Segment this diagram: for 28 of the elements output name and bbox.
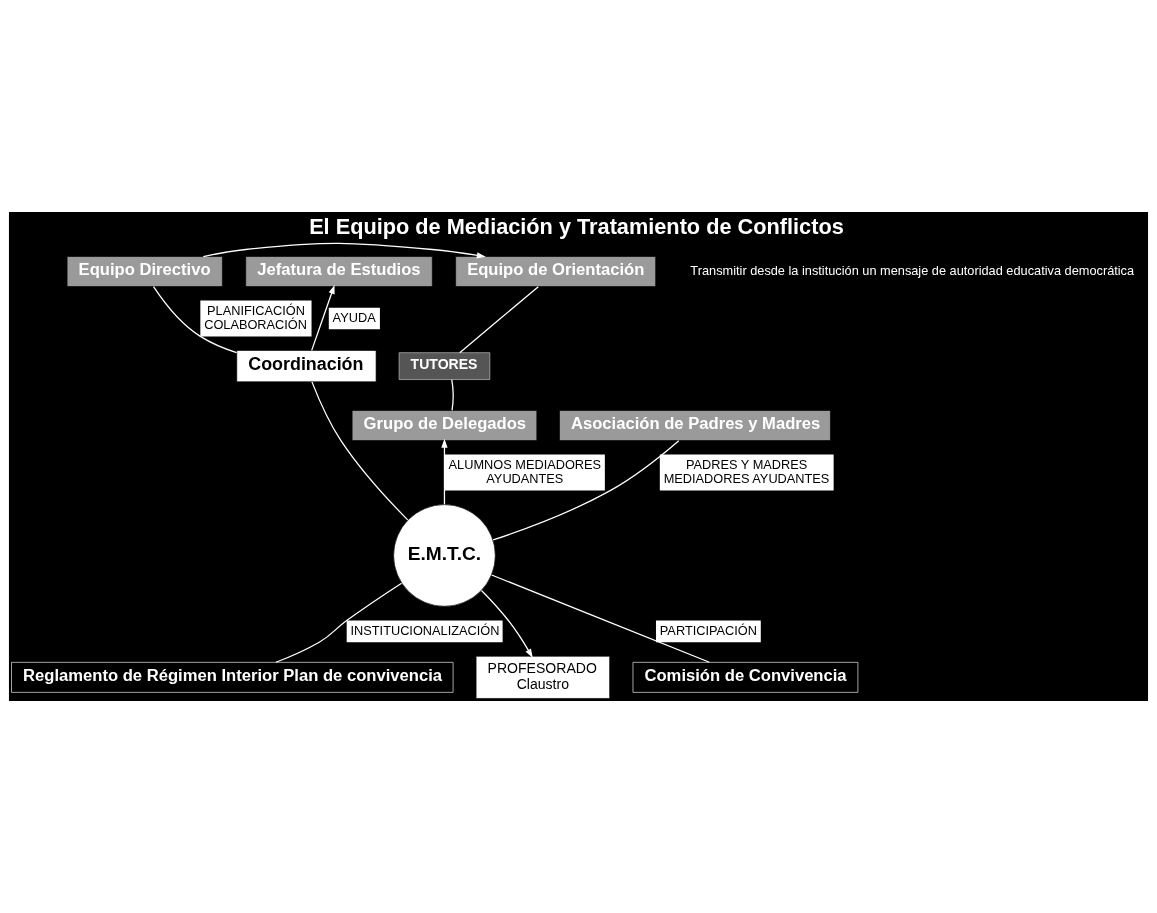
node-box: Equipo Directivo: [66, 256, 223, 287]
edge-label: PLANIFICACIÓN COLABORACIÓN: [204, 302, 308, 332]
connector: [459, 286, 539, 354]
connector: [311, 381, 409, 521]
node-box: PROFESORADO Claustro: [475, 655, 610, 699]
label: Transmitir desde la institución un mensaje de autoridad educativa democrática: [690, 262, 1135, 278]
arrow: [311, 284, 335, 351]
node-box: Equipo de Orientación: [455, 256, 656, 287]
connector: [492, 440, 680, 541]
node-box: TUTORES: [398, 352, 491, 380]
node-box: Asociación de Padres y Madres: [559, 410, 831, 441]
connector: [275, 582, 403, 663]
arrow: [202, 242, 486, 259]
edge-label: AYUDA: [332, 309, 376, 325]
node-box: Grupo de Delegados: [351, 410, 538, 441]
node-box: Reglamento de Régimen Interior Plan de convivencia: [11, 662, 454, 693]
edge-label: INSTITUCIONALIZACIÓN: [350, 622, 500, 638]
node-box: Jefatura de Estudios: [245, 256, 433, 287]
node-circle: E.M.T.C.: [393, 504, 496, 607]
edge-label: ALUMNOS MEDIADORES AYUDANTES: [448, 456, 602, 486]
node-box: Coordinación: [236, 350, 377, 383]
node-box: Comisión de Convivencia: [632, 662, 859, 693]
diagram-title: El Equipo de Mediación y Tratamiento de Conflictos: [309, 213, 844, 239]
arrow: [480, 589, 533, 658]
connector: [152, 286, 238, 354]
edge-label: PADRES Y MADRES MEDIADORES AYUDANTES: [663, 456, 830, 486]
edge-label: PARTICIPACIÓN: [659, 622, 758, 638]
connector: [451, 379, 454, 412]
